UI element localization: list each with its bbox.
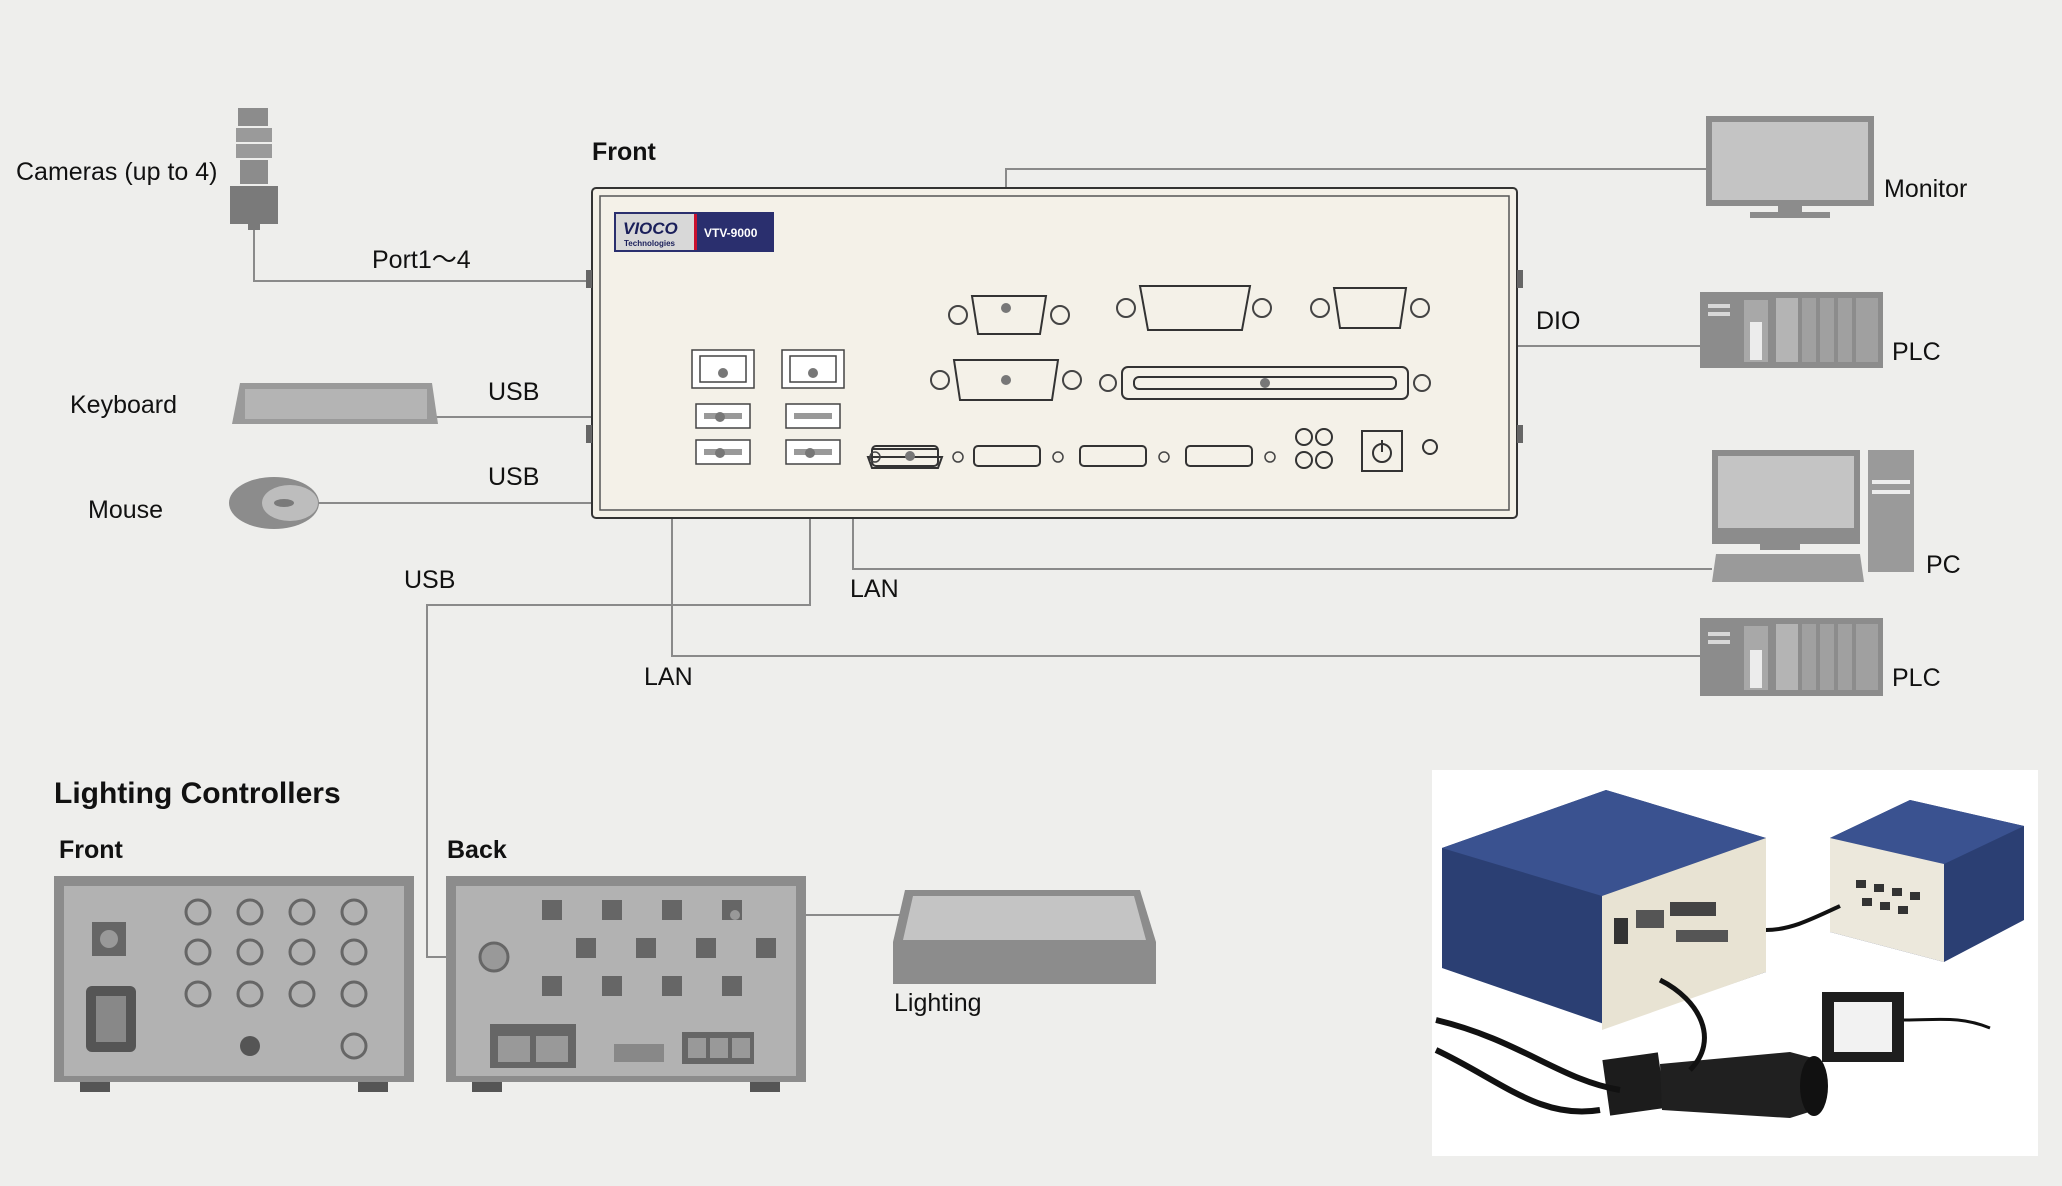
lighting-front-label: Front [59, 836, 124, 864]
monitor-icon [1706, 116, 1874, 218]
wire-dots [715, 303, 1270, 461]
dio-label: DIO [1536, 307, 1580, 335]
dvi-connector [930, 359, 1082, 401]
rj45-port-1 [691, 349, 755, 389]
labels: Cameras (up to 4) Port1～4 Keyboard USB M… [16, 138, 1967, 1017]
lighting-icon [893, 890, 1156, 984]
lighting-label: Lighting [894, 989, 982, 1017]
plc-icon-bottom [1700, 618, 1883, 696]
serial-connectors-top [948, 285, 1430, 335]
lan-plc-label: LAN [644, 663, 693, 691]
lighting-back-label: Back [447, 836, 507, 864]
plc-bottom-label: PLC [1892, 664, 1941, 692]
mouse-label: Mouse [88, 496, 163, 524]
usb-mouse-label: USB [488, 463, 539, 491]
lighting-controllers-title: Lighting Controllers [54, 777, 341, 810]
system-photo [1432, 770, 2038, 1156]
reset-hole [1422, 439, 1438, 455]
vtv-9000-front-panel: VIOCO Technologies VTV-9000 [586, 187, 1523, 519]
model-badge: VTV-9000 [704, 226, 758, 240]
pc-label: PC [1926, 551, 1961, 579]
status-leds [1295, 428, 1333, 469]
front-label: Front [592, 138, 657, 166]
cameras-label: Cameras (up to 4) [16, 158, 217, 186]
plc-top-label: PLC [1892, 338, 1941, 366]
monitor-label: Monitor [1884, 175, 1967, 203]
camera-ports [866, 445, 1276, 469]
lighting-controller-front [54, 876, 414, 1092]
lighting-controller-back [446, 876, 806, 1092]
camera-icon [230, 108, 278, 230]
vioco-logo: VIOCO Technologies VTV-9000 [614, 212, 774, 252]
lan-pc-label: LAN [850, 575, 899, 603]
port-label: Port1～4 [372, 246, 471, 274]
usb-keyboard-label: USB [488, 378, 539, 406]
usb-lighting-label: USB [404, 566, 455, 594]
power-button-icon [1361, 430, 1403, 472]
dio-connector [1099, 366, 1431, 400]
keyboard-label: Keyboard [70, 391, 177, 419]
rj45-port-2 [781, 349, 845, 389]
pc-icon [1712, 450, 1914, 582]
brand-subtext: Technologies [624, 239, 676, 248]
brand-text: VIOCO [623, 219, 678, 238]
mouse-icon [229, 477, 319, 529]
keyboard-icon [232, 383, 438, 424]
plc-icon-top [1700, 292, 1883, 368]
